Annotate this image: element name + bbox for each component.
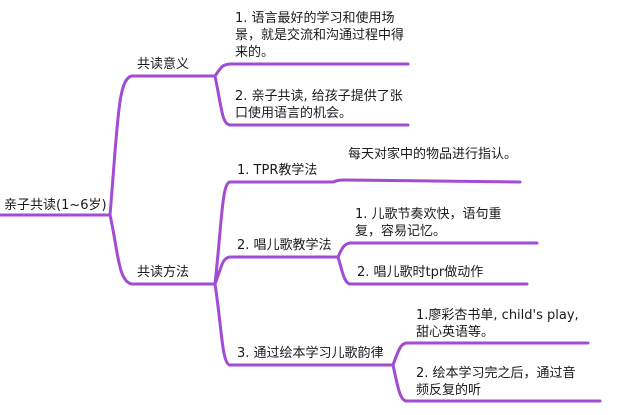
method-song-label: 2. 唱儿歌教学法	[237, 238, 332, 253]
connector-tpr-1	[331, 178, 347, 184]
song-detail-2: 2. 唱儿歌时tpr做动作	[357, 265, 484, 280]
connector-song-2	[336, 255, 352, 286]
book-detail-2: 2. 绘本学习完之后，通过音频反复的听	[416, 366, 576, 398]
connector-meaning-1	[213, 62, 232, 78]
connector-book-2	[391, 363, 408, 403]
meaning-point-1: 1. 语言最好的学习和使用场景，就是交流和沟通过程中得来的。	[235, 11, 405, 60]
connector-song-1	[336, 241, 352, 259]
book-detail-1: 1.廖彩杏书单, child's play, 甜心英语等。	[416, 308, 579, 340]
song-detail-1: 1. 儿歌节奏欢快，语句重复，容易记忆。	[355, 207, 502, 239]
method-tpr-label: 1. TPR教学法	[237, 163, 318, 178]
branch-meaning-label: 共读意义	[137, 57, 190, 72]
tpr-detail: 每天对家中的物品进行指认。	[348, 147, 518, 162]
connector-method-2	[213, 255, 232, 286]
method-book-label: 3. 通过绘本学习儿歌韵律	[237, 346, 384, 361]
connector-method-1	[213, 180, 232, 286]
connector-method-3	[213, 282, 232, 367]
tpr-1-underline	[343, 178, 522, 184]
connector-root-method	[108, 213, 134, 286]
branch-method-label: 共读方法	[137, 265, 190, 280]
connector-meaning-2	[213, 74, 232, 127]
connector-root-meaning	[108, 74, 134, 217]
meaning-point-2: 2. 亲子共读, 给孩子提供了张口使用语言的机会。	[235, 89, 403, 121]
connector-book-1	[391, 341, 408, 367]
root-label: 亲子共读(1~6岁)	[4, 198, 107, 213]
